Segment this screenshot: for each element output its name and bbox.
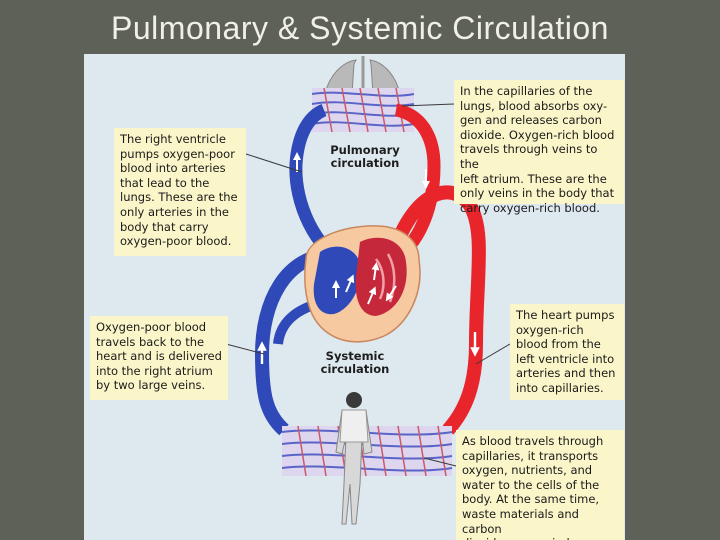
callout-oxygen-poor-return: Oxygen-poor blood travels back to the he… [90, 316, 228, 400]
heart [304, 225, 421, 343]
human-figure [335, 392, 373, 525]
circulation-diagram: Pulmonary circulation Systemic circulati… [84, 54, 625, 540]
callout-body-capillaries: As blood travels through capillaries, it… [456, 430, 624, 540]
label-systemic-circulation: Systemic circulation [320, 349, 390, 376]
circulation-illustration [225, 56, 511, 525]
slide-title: Pulmonary & Systemic Circulation [111, 10, 609, 46]
callout-heart-pumps: The heart pumps oxygen-rich blood from t… [510, 304, 624, 400]
systemic-artery-right [382, 185, 486, 435]
label-pulmonary-circulation: Pulmonary circulation [330, 143, 400, 170]
callout-lung-capillaries: In the capillaries of the lungs, blood a… [454, 80, 624, 215]
lungs [324, 56, 401, 95]
callout-pointers [225, 103, 511, 467]
callout-right-ventricle: The right ventricle pumps oxygen-poor bl… [114, 128, 246, 256]
